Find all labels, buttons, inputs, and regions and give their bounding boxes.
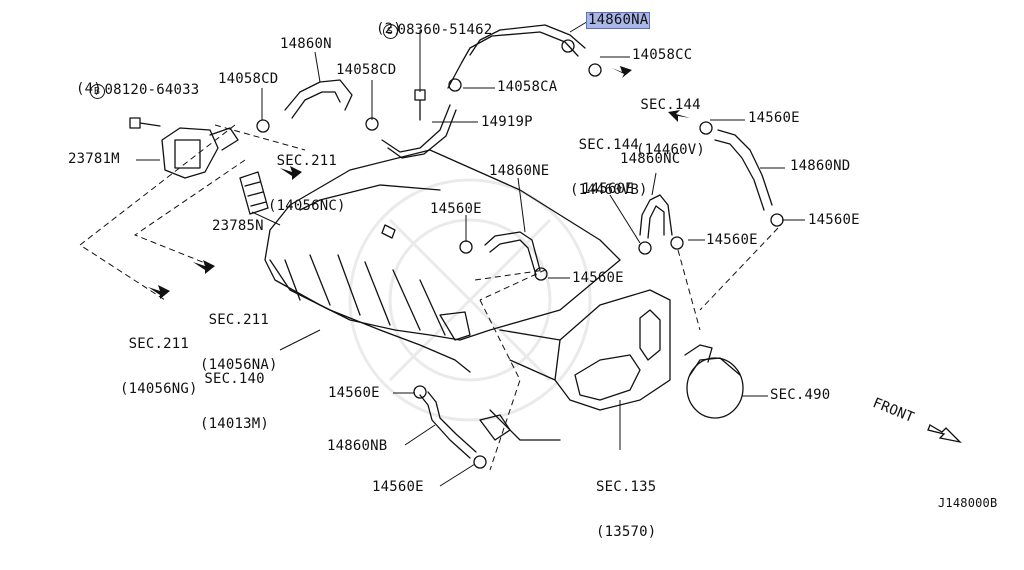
label-sec490[interactable]: SEC.490 [770, 387, 831, 403]
canister [684, 344, 744, 419]
label-14058cc[interactable]: 14058CC [632, 47, 693, 63]
circled-b-icon: B [89, 84, 105, 99]
arrow-sec211-nc [280, 166, 302, 180]
label-bolt-08360-qty: (2) [376, 21, 402, 37]
label-sec211-nc[interactable]: SEC.211 (14056NC) [268, 153, 346, 214]
bracket-23781m [161, 127, 239, 179]
arrow-sec144-vb [668, 110, 690, 122]
circled-s-icon: S [382, 24, 398, 39]
dashed-route-6 [677, 249, 701, 331]
bolt-08360-number: 08360-51462 [397, 22, 493, 38]
label-14919p[interactable]: 14919P [481, 114, 533, 130]
watermark-emblem [348, 178, 592, 422]
label-14560e-center[interactable]: 14560E [572, 270, 624, 286]
dashed-route-5 [479, 299, 521, 471]
label-sec144-vb[interactable]: SEC.144 (14460VB) [570, 137, 648, 198]
arrow-sec144-right [612, 66, 632, 78]
label-sec140[interactable]: SEC.140 (14013M) [200, 371, 270, 432]
label-14560e-ne[interactable]: 14560E [430, 201, 482, 217]
label-23785n[interactable]: 23785N [212, 218, 264, 234]
label-14058cd-left[interactable]: 14058CD [218, 71, 279, 87]
diagram-drawing [79, 19, 962, 487]
hose-14860na [447, 24, 586, 89]
hose-14860ne [484, 231, 541, 276]
hose-14860nb [419, 391, 477, 459]
dashed-route-1 [79, 124, 236, 301]
dashed-route-2 [133, 159, 246, 266]
label-14860nc[interactable]: 14860NC [620, 151, 681, 167]
label-sec135[interactable]: SEC.135 (13570) [596, 479, 657, 540]
hose-14860nc [639, 194, 673, 239]
pipe-14919p [381, 104, 457, 159]
hose-14860n [284, 79, 353, 119]
label-sec211-ng[interactable]: SEC.211 (14056NG) [120, 336, 198, 397]
label-14560e-bottom[interactable]: 14560E [372, 479, 424, 495]
arrow-sec211-ng [148, 285, 170, 299]
label-14560e-low[interactable]: 14560E [328, 385, 380, 401]
label-14058ca[interactable]: 14058CA [497, 79, 558, 95]
label-14560e-right[interactable]: 14560E [808, 212, 860, 228]
dashed-route-4 [474, 269, 546, 301]
label-sec211-na[interactable]: SEC.211 (14056NA) [200, 312, 278, 373]
clamps [256, 39, 784, 469]
dashed-route-3 [214, 124, 306, 151]
label-14860nd[interactable]: 14860ND [790, 158, 851, 174]
engine-cover [479, 289, 671, 441]
label-14058cd-right[interactable]: 14058CD [336, 62, 397, 78]
gasket-23785n [239, 171, 269, 215]
label-23781m[interactable]: 23781M [68, 151, 120, 167]
label-14560e-mid[interactable]: 14560E [706, 232, 758, 248]
label-14860n[interactable]: 14860N [280, 36, 332, 52]
bolt-08120-number: 08120-64033 [104, 82, 200, 98]
label-sec144-right[interactable]: SEC.144 (14460V) [636, 97, 706, 158]
label-14860na-highlighted[interactable]: 14860NA [586, 12, 651, 29]
diagram-id: J148000B [938, 496, 998, 510]
label-14560e-top-right[interactable]: 14560E [748, 110, 800, 126]
label-14560e-nc[interactable]: 14560E [582, 181, 634, 197]
bolts [129, 89, 426, 129]
label-14860ne[interactable]: 14860NE [489, 163, 550, 179]
arrow-sec211-na [193, 260, 215, 274]
hose-14860nd [714, 129, 773, 211]
intake-manifold [264, 149, 621, 373]
front-arrow-icon [927, 424, 962, 444]
label-bolt-08120-qty: (4) [76, 81, 102, 97]
label-14860nb[interactable]: 14860NB [327, 438, 388, 454]
dashed-route-7 [699, 227, 779, 311]
